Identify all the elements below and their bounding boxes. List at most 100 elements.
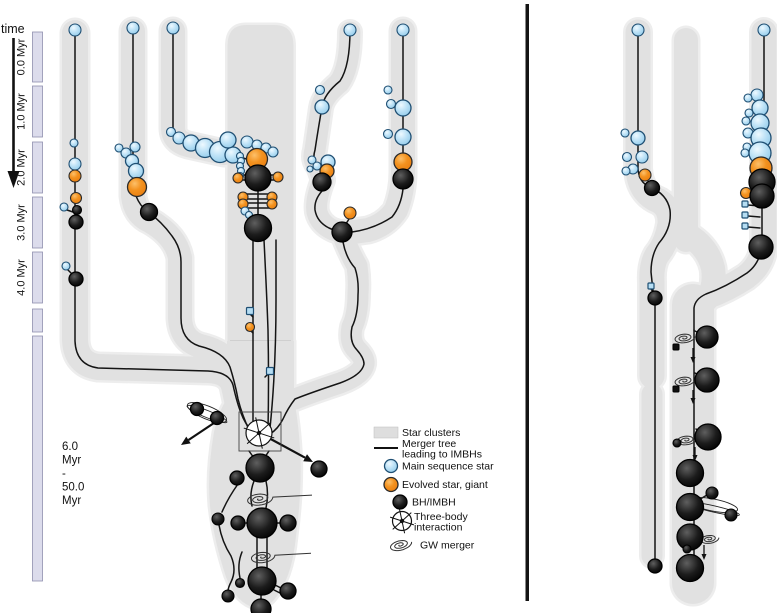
ms-square-node bbox=[741, 200, 749, 208]
bh-node bbox=[682, 544, 692, 554]
ejection-arrow bbox=[187, 422, 215, 441]
ms-square-node bbox=[647, 282, 655, 290]
merger-tree-line bbox=[238, 551, 243, 579]
ms-star-node bbox=[307, 155, 317, 165]
bh-node bbox=[229, 470, 245, 486]
ms-star-node bbox=[743, 93, 753, 103]
ms-star-node bbox=[621, 166, 631, 176]
ms-star-node bbox=[306, 165, 314, 173]
legend-label: Evolved star, giant bbox=[402, 479, 488, 491]
bh-node bbox=[675, 553, 705, 583]
time-interval-bar bbox=[32, 141, 43, 194]
ms-star-node bbox=[68, 23, 82, 37]
ms-star-node bbox=[314, 84, 326, 96]
legend-label: Star clusters bbox=[402, 427, 460, 439]
bh-node bbox=[647, 558, 663, 574]
time-tick-label: 3.0 Myr bbox=[16, 204, 28, 241]
ms-star-node bbox=[396, 23, 410, 37]
gw-merger-icon bbox=[247, 493, 313, 506]
bh-node bbox=[312, 172, 332, 192]
bh-node bbox=[221, 589, 235, 603]
time-tick-label: 1.0 Myr bbox=[16, 93, 28, 130]
bh-node bbox=[748, 234, 774, 260]
ms-star-node bbox=[267, 146, 279, 158]
merger-tree-line bbox=[218, 524, 235, 592]
time-tick-label: 4.0 Myr bbox=[16, 259, 28, 296]
legend-label: Main sequence star bbox=[402, 461, 494, 473]
bh-node bbox=[705, 486, 719, 500]
evolved-star-node bbox=[638, 168, 652, 182]
merger-tree-line bbox=[269, 241, 365, 435]
ms-star-node bbox=[631, 23, 645, 37]
bh-node bbox=[724, 508, 738, 522]
time-range-label: - bbox=[62, 468, 66, 480]
ms-star-node bbox=[620, 128, 630, 138]
bh-node bbox=[68, 271, 84, 287]
ejection-arrow-head bbox=[692, 455, 698, 461]
bh-node bbox=[392, 168, 414, 190]
time-range-label: Myr bbox=[62, 495, 81, 507]
bh-node bbox=[71, 204, 83, 216]
time-axis-title: time bbox=[1, 22, 25, 36]
ejection-arrow-head bbox=[701, 554, 707, 560]
bh-node bbox=[279, 582, 297, 600]
evolved-star-node bbox=[232, 172, 244, 184]
bh-node bbox=[189, 401, 205, 417]
gw-merger-icon bbox=[674, 333, 696, 344]
bh-node bbox=[250, 598, 272, 613]
ms-star-node bbox=[129, 141, 141, 153]
ms-star-node bbox=[114, 143, 124, 153]
time-tick-label: 2.0 Myr bbox=[16, 149, 28, 186]
time-interval-bar bbox=[32, 31, 43, 83]
bh-node bbox=[234, 577, 246, 589]
merger-tree-line bbox=[637, 29, 672, 292]
ms-star-node bbox=[744, 108, 754, 118]
legend-label: GW merger bbox=[420, 540, 475, 552]
bh-node bbox=[247, 566, 277, 596]
ms-star-node bbox=[59, 202, 69, 212]
ms-star-node bbox=[69, 138, 79, 148]
bh-node bbox=[647, 290, 663, 306]
bh-node bbox=[675, 458, 705, 488]
bh-node bbox=[209, 410, 225, 426]
evolved-star-node bbox=[266, 198, 278, 210]
ms-star-node bbox=[635, 150, 649, 164]
ms-square-node bbox=[741, 222, 749, 230]
ms-star-node bbox=[740, 148, 750, 158]
evolved-star-node bbox=[272, 171, 284, 183]
bh-node bbox=[279, 514, 297, 532]
merger-tree-line bbox=[221, 483, 239, 513]
ms-star-node bbox=[343, 23, 357, 37]
legend-label: Merger tree bbox=[402, 438, 456, 450]
legend-label: Three-body bbox=[414, 511, 468, 523]
bh-node bbox=[68, 214, 84, 230]
gw-merger-icon bbox=[251, 551, 312, 564]
ms-star-node bbox=[394, 99, 412, 117]
time-tick-label: 0.0 Myr bbox=[16, 38, 28, 75]
evolved-star-node bbox=[68, 169, 82, 183]
ms-star-node bbox=[741, 116, 751, 126]
arrows bbox=[7, 38, 707, 560]
legend-label: interaction bbox=[414, 522, 463, 534]
time-interval-bar bbox=[32, 335, 43, 582]
bh-node bbox=[139, 202, 159, 222]
star-squares bbox=[245, 200, 749, 393]
bh-node bbox=[245, 453, 275, 483]
ms-star-node bbox=[127, 162, 145, 180]
time-interval-bar bbox=[32, 85, 43, 138]
bh-node bbox=[310, 460, 328, 478]
three-body-interaction-icon bbox=[243, 417, 275, 449]
star-clusters-swatch bbox=[373, 426, 399, 439]
ms-star-node bbox=[166, 21, 180, 35]
bh-node bbox=[694, 367, 720, 393]
time-range-label: Myr bbox=[62, 455, 81, 467]
evolved-star-node bbox=[126, 176, 148, 198]
time-interval-bar bbox=[32, 196, 43, 249]
evolved-star-node bbox=[393, 152, 413, 172]
merger-tree-line bbox=[74, 29, 253, 432]
ms-star-node bbox=[383, 85, 393, 95]
ms-star-node bbox=[126, 21, 140, 35]
time-arrow-head bbox=[7, 171, 20, 188]
